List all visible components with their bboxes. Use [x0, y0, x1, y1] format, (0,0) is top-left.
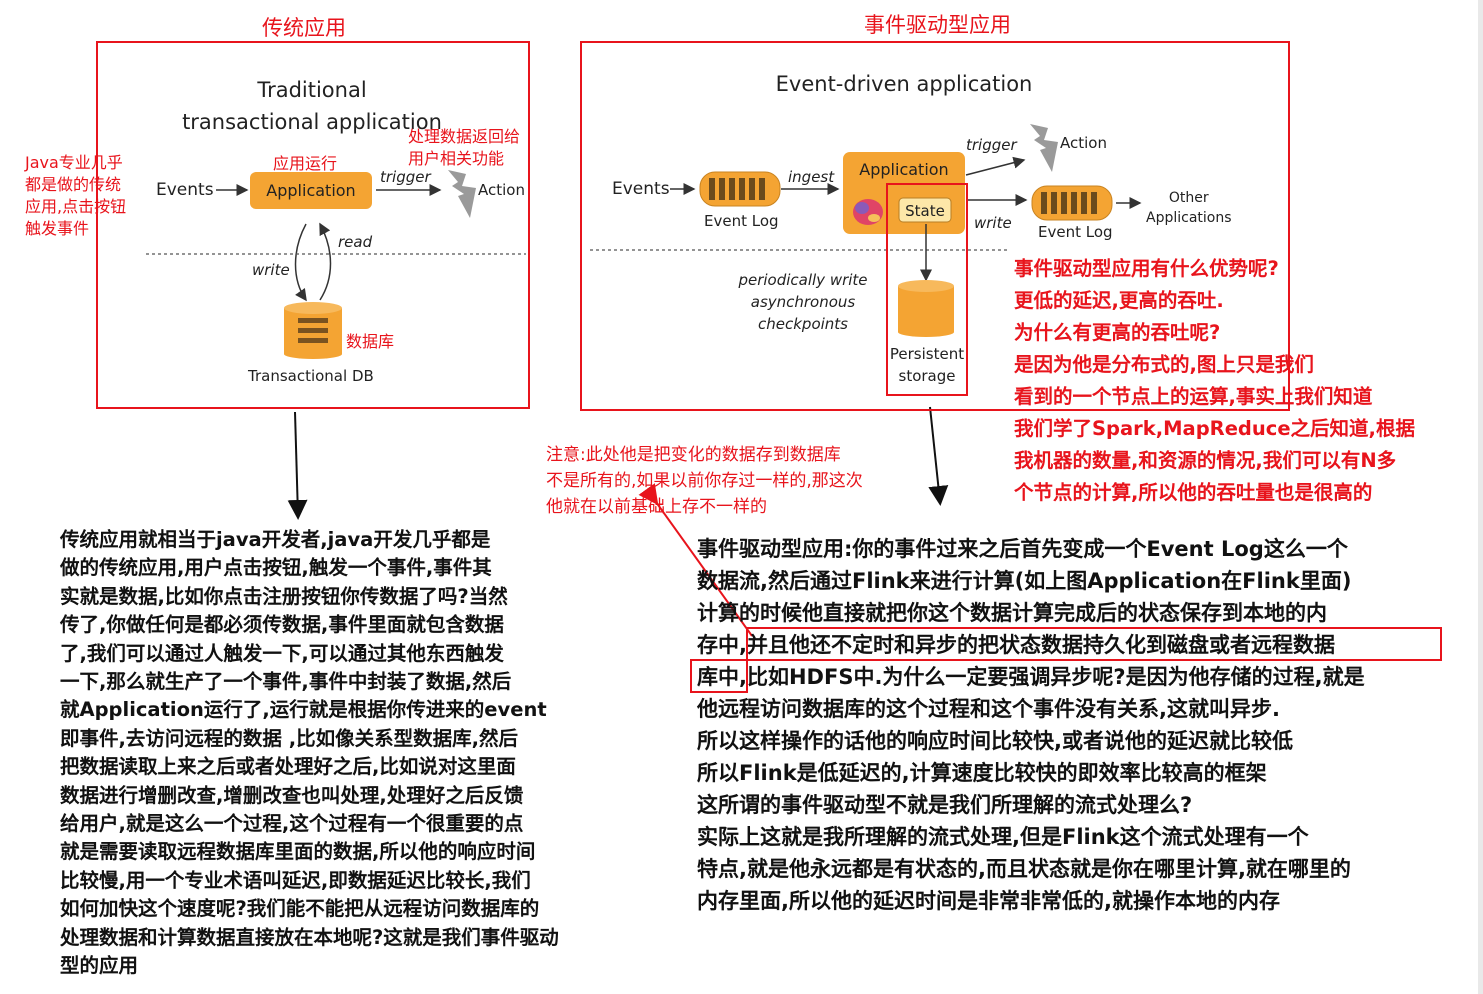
event-driven-diagram-title: Event-driven application — [775, 72, 1033, 96]
traditional-write-label: write — [252, 261, 290, 279]
ed-write-label: write — [974, 214, 1012, 232]
async-sentence-highlight-2 — [690, 659, 748, 693]
event-driven-diagram-frame — [580, 41, 1290, 411]
ed-application-label: Application — [859, 160, 949, 179]
event-driven-explanation: 事件驱动型应用:你的事件过来之后首先变成一个Event Log这么一个 数据流,… — [697, 537, 1365, 913]
read-arrow — [319, 222, 332, 301]
flink-logo-icon — [853, 199, 883, 225]
traditional-lightning-icon — [448, 170, 476, 218]
state-box — [898, 197, 952, 223]
state-storage-highlight — [886, 183, 968, 396]
other-applications-label: Other Applications — [1146, 190, 1232, 226]
traditional-explanation: 传统应用就相当于java开发者,java开发几乎都是 做的传统应用,用户点击按钮… — [60, 528, 559, 978]
ed-trigger-arrow — [965, 156, 1026, 176]
app-run-note: 应用运行 — [273, 154, 338, 173]
ingest-label: ingest — [788, 168, 835, 186]
transactional-db-icon — [284, 302, 342, 359]
event-log-icon-1 — [699, 171, 781, 207]
ed-action-label: Action — [1060, 134, 1107, 152]
left-down-arrow — [287, 411, 308, 520]
ed-lightning-icon — [1030, 124, 1058, 172]
ed-trigger-label: trigger — [966, 136, 1017, 154]
attention-note: 注意:此处他是把变化的数据存到数据库 不是所有的,如果以前你存过一样的,那这次 … — [546, 445, 863, 517]
checkpoint-label: periodically write asynchronous checkpoi… — [738, 271, 868, 333]
traditional-action-label: Action — [478, 181, 525, 199]
event-log-icon-2 — [1031, 185, 1113, 221]
traditional-diagram-frame — [96, 41, 530, 409]
scrollbar[interactable] — [1478, 0, 1483, 994]
transactional-db-label: Transactional DB — [248, 367, 374, 385]
right-down-arrow — [928, 406, 949, 506]
traditional-diagram-title: Traditional transactional application — [182, 78, 442, 134]
traditional-application-box: Application — [250, 172, 372, 209]
database-note: 数据库 — [346, 332, 395, 351]
state-label: State — [905, 202, 945, 220]
async-sentence-highlight — [746, 627, 1442, 661]
traditional-heading: 传统应用 — [262, 16, 346, 40]
ed-events-label: Events — [612, 179, 670, 199]
attention-pointer-arrow — [638, 483, 753, 637]
traditional-read-label: read — [338, 233, 373, 251]
ed-event-log-label-2: Event Log — [1038, 223, 1113, 241]
java-note: Java专业几乎 都是做的传统 应用,点击按钮 触发事件 — [25, 153, 127, 238]
persistent-storage-label: Persistent storage — [889, 345, 965, 385]
ed-event-log-label: Event Log — [704, 212, 779, 230]
traditional-events-label: Events — [156, 180, 214, 200]
advantage-note: 事件驱动型应用有什么优势呢? 更低的延迟,更高的吞吐. 为什么有更高的吞吐呢? … — [1014, 257, 1415, 504]
return-data-note: 处理数据返回给 用户相关功能 — [408, 127, 521, 168]
traditional-trigger-label: trigger — [380, 168, 431, 186]
write-arrow — [294, 223, 307, 302]
persistent-storage-icon — [898, 280, 954, 337]
event-driven-heading: 事件驱动型应用 — [864, 13, 1011, 37]
